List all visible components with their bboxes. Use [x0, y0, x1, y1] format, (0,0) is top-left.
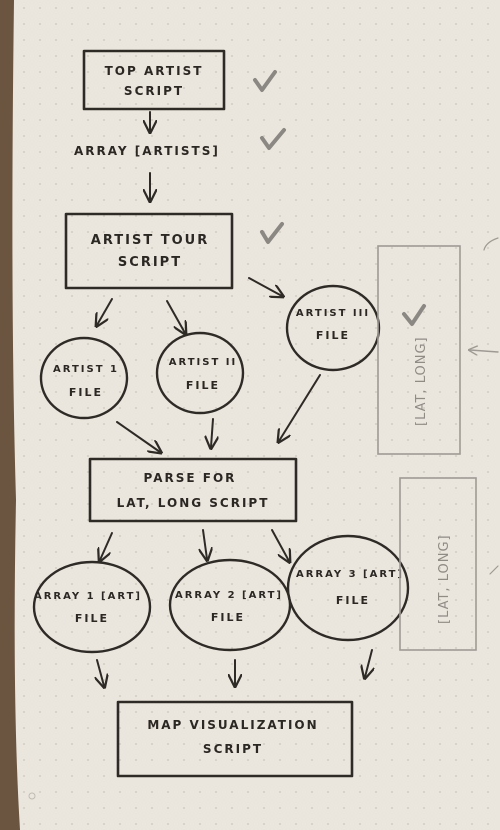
- artist-tour-script-box: [64, 212, 234, 290]
- side-note-lower-text: [LAT, LONG]: [437, 534, 452, 624]
- arrow-parse-to-array3: [271, 529, 289, 561]
- side-note-lower-tick: [489, 565, 499, 575]
- top-artist-script-line1: TOP ARTIST: [105, 64, 204, 78]
- arrow-parse-to-array2: [203, 529, 207, 559]
- check-mark-icon: [402, 304, 426, 326]
- arrow-parse-to-array1: [100, 532, 113, 560]
- array2-file-line2: FILE: [211, 611, 245, 624]
- top-artist-script-line2: SCRIPT: [124, 84, 184, 98]
- array2-file-line1: ARRAY 2 [ART]: [175, 590, 283, 601]
- artist-2-file-node: [155, 331, 245, 415]
- map-script-line2: SCRIPT: [203, 742, 263, 756]
- artist-1-file-line1: ARTIST 1: [53, 364, 119, 375]
- arrow-array3-to-map: [365, 649, 372, 677]
- artist-2-file-line2: FILE: [186, 379, 220, 392]
- arrow-artist2-to-parse: [211, 418, 213, 447]
- arrow-tour-to-artist3: [248, 277, 282, 296]
- top-artist-script-box: [82, 49, 226, 111]
- artist-3-file-line2: FILE: [316, 329, 350, 342]
- page-corner-mark-icon: [28, 792, 36, 800]
- artist-3-file-node: [285, 284, 381, 372]
- side-note-box-lower: [399, 477, 477, 651]
- array1-file-line2: FILE: [75, 612, 109, 625]
- array3-file-line1: ARRAY 3 [ART]: [296, 569, 404, 580]
- artist-2-file-line1: ARTIST II: [169, 357, 237, 368]
- side-note-upper-text: [LAT, LONG]: [414, 336, 429, 426]
- artist-tour-script-line1: ARTIST TOUR: [91, 233, 209, 248]
- parse-script-box: [88, 457, 298, 523]
- arrow-array1-to-map: [97, 659, 104, 686]
- arrow-artist1-to-parse: [116, 421, 160, 452]
- artist-1-file-line2: FILE: [69, 386, 103, 399]
- check-mark-icon: [260, 222, 284, 244]
- artist-tour-script-line2: SCRIPT: [118, 255, 182, 270]
- margin-scribble: [483, 237, 499, 251]
- array3-file-line2: FILE: [336, 594, 370, 607]
- arrow-tour-to-artist2: [166, 300, 185, 333]
- parse-script-line2: LAT, LONG SCRIPT: [117, 496, 270, 510]
- array1-file-line1: ARRAY 1 [ART]: [34, 591, 142, 602]
- side-note-upper-arrow: [470, 350, 499, 352]
- check-mark-icon: [253, 70, 277, 92]
- arrow-tour-to-artist1: [97, 298, 113, 325]
- artist-1-file-node: [39, 336, 129, 420]
- artist-3-file-line1: ARTIST III: [296, 308, 370, 319]
- array3-file-node: [286, 534, 410, 642]
- array-artists-label: ARRAY [ARTISTS]: [74, 144, 220, 158]
- array1-file-node: [32, 560, 152, 654]
- side-note-box-upper: [377, 245, 461, 455]
- parse-script-line1: PARSE FOR: [144, 471, 237, 485]
- map-visualization-script-box: [116, 700, 354, 778]
- check-mark-icon: [260, 128, 286, 150]
- arrow-artist3-to-parse: [279, 374, 321, 441]
- map-script-line1: MAP VISUALIZATION: [147, 718, 318, 732]
